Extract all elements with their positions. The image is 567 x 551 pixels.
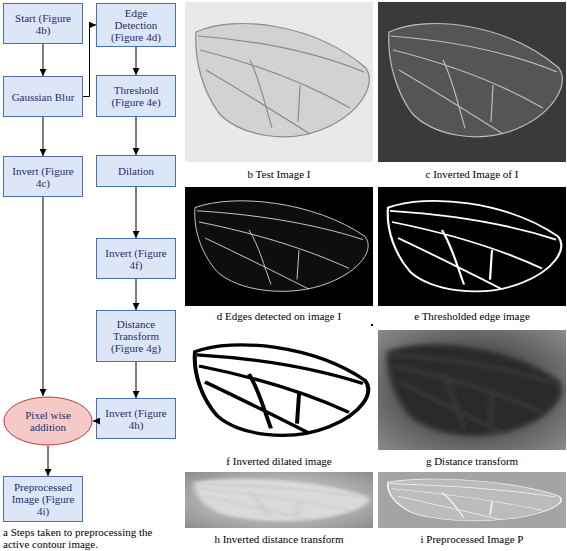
process-box: Edge Detection (Figure 4d) — [96, 3, 176, 47]
node-text: Preprocessed Image (Figure 4i) — [11, 481, 75, 517]
panel-caption: c Inverted Image of I — [426, 168, 519, 180]
process-box: Dilation — [96, 155, 176, 187]
panel-caption: i Preprocessed Image P — [421, 533, 524, 545]
node-text: Threshold (Figure 4e) — [104, 84, 168, 108]
wing-shape — [388, 479, 561, 521]
wing-shape — [195, 479, 368, 521]
node-text: Invert (Figure 4c) — [11, 165, 75, 189]
flow-arrow — [136, 279, 137, 310]
distance-image — [378, 330, 566, 450]
process-box: Invert (Figure 4c) — [3, 156, 83, 197]
flow-arrow — [48, 446, 49, 476]
inverted-image — [378, 2, 566, 162]
process-box: Distance Transform (Figure 4g) — [96, 310, 176, 362]
panel-caption: d Edges detected on image I — [217, 310, 341, 322]
flow-arrow — [43, 117, 44, 156]
wing-shape — [389, 24, 562, 137]
flow-arrow — [43, 44, 44, 76]
merge-ellipse: Pixel wise addition — [3, 396, 93, 446]
inverted-distance-image — [185, 472, 373, 528]
flow-arrow — [93, 421, 96, 422]
dilated-image — [185, 330, 373, 450]
flow-arrow — [136, 362, 137, 398]
wing-shape — [388, 201, 561, 292]
preprocessed-image — [378, 472, 566, 528]
figure-caption: a Steps taken to preprocessing the activ… — [3, 526, 175, 550]
process-box: Preprocessed Image (Figure 4i) — [3, 476, 83, 522]
panel-caption: g Distance transform — [426, 455, 518, 467]
flow-arrow — [136, 187, 137, 238]
threshold-image — [378, 187, 566, 306]
process-box: Threshold (Figure 4e) — [96, 75, 176, 117]
process-box: Invert (Figure 4h) — [96, 398, 176, 439]
speck — [371, 324, 373, 326]
node-text: Gaussian Blur — [12, 91, 75, 103]
flow-arrow — [43, 197, 44, 396]
node-text: Invert (Figure 4f) — [104, 247, 168, 271]
node-text: Dilation — [118, 165, 154, 177]
flow-arrow — [83, 25, 96, 97]
node-text: Invert (Figure 4h) — [104, 407, 168, 431]
panel-caption: f Inverted dilated image — [226, 455, 331, 467]
panel-caption: e Thresholded edge image — [414, 310, 530, 322]
wing-shape — [388, 345, 561, 436]
process-box: Gaussian Blur — [3, 76, 83, 117]
edge-image — [185, 187, 373, 306]
panel-caption: b Test Image I — [248, 168, 311, 180]
process-box: Invert (Figure 4f) — [96, 238, 176, 279]
node-text: Edge Detection (Figure 4d) — [104, 7, 168, 43]
flow-arrow — [136, 117, 137, 155]
wing-shape — [196, 24, 369, 137]
node-text: Distance Transform (Figure 4g) — [104, 318, 168, 354]
node-text: Start (Figure 4b) — [11, 12, 75, 36]
panel-caption: h Inverted distance transform — [214, 533, 343, 545]
wing-shape — [195, 345, 368, 436]
wing-shape — [195, 201, 368, 292]
test-image — [185, 2, 373, 162]
flow-arrow — [136, 47, 137, 75]
node-text: Pixel wise addition — [17, 409, 79, 433]
process-box: Start (Figure 4b) — [3, 3, 83, 44]
